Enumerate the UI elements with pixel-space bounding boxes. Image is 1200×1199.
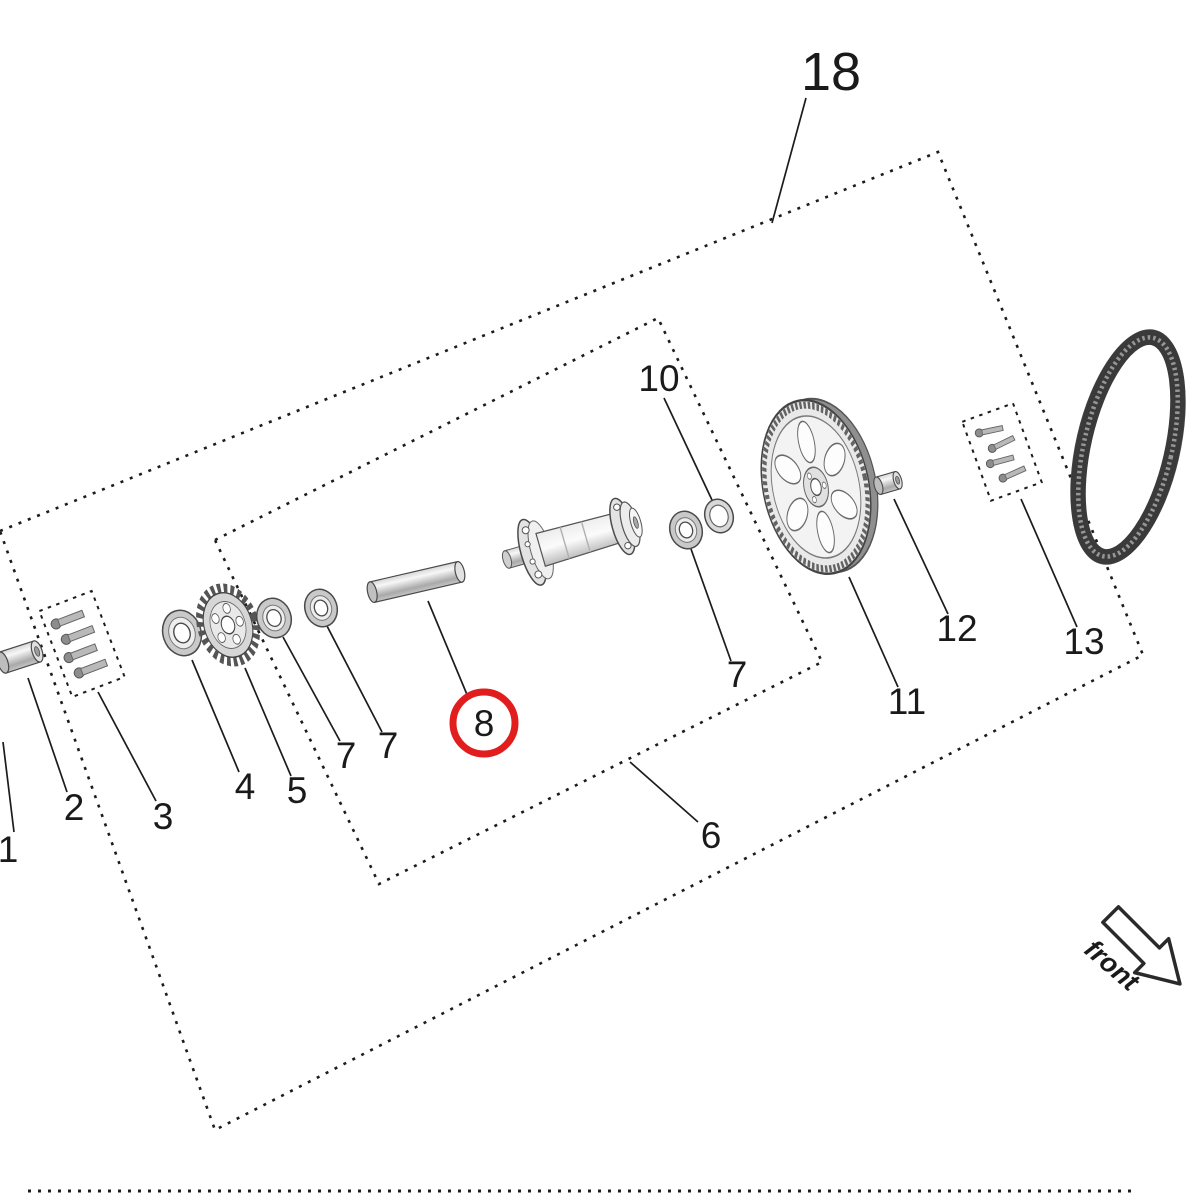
leader-line-8: [427, 600, 469, 698]
callout-1-label: 1: [0, 829, 18, 870]
leader-line-13: [1020, 498, 1078, 628]
callout-8-label: 8: [474, 703, 495, 744]
part-bearing-7c: [668, 510, 704, 550]
part-fastener-kit: [38, 589, 126, 699]
part-spacer-left: [0, 640, 44, 674]
callout-10-label: 10: [638, 358, 679, 399]
highlight-circle: [449, 688, 519, 758]
part-bearing-7a: [255, 597, 293, 639]
bolt-icon: [63, 643, 98, 664]
part-seal-10: [703, 498, 735, 534]
screw-icon: [974, 424, 1004, 438]
part-sprocket: [196, 583, 260, 667]
leader-line-5: [244, 667, 292, 777]
leader-line-10: [663, 397, 713, 501]
bolt-icon: [60, 625, 96, 645]
leader-line-2: [27, 677, 68, 793]
leader-line-11: [848, 576, 899, 688]
callout-18-label: 18: [801, 42, 861, 102]
callout-3-label: 3: [153, 796, 174, 837]
leader-line-18: [771, 97, 807, 224]
part-bearing-7b: [303, 588, 339, 628]
callout-7a-label: 7: [336, 735, 357, 776]
leader-line-1: [2, 741, 15, 833]
callout-13-label: 13: [1063, 621, 1104, 662]
part-axle-shaft: [366, 560, 466, 604]
part-bushing-12: [873, 470, 903, 496]
front-arrow: [1101, 905, 1182, 986]
bolt-icon: [73, 658, 109, 679]
screw-icon: [985, 454, 1015, 469]
callout-11-label: 11: [888, 681, 926, 722]
screw-icon: [998, 465, 1027, 483]
callout-7b-label: 7: [378, 725, 399, 766]
callout-5-label: 5: [287, 770, 308, 811]
part-pulley: [760, 397, 879, 575]
part-screw-kit: [960, 402, 1044, 502]
leader-line-7a: [282, 636, 341, 742]
callout-7c-label: 7: [727, 654, 748, 695]
screw-kit-box: [960, 402, 1044, 502]
callout-6-label: 6: [701, 815, 722, 856]
part-hub-body: [501, 497, 643, 586]
callout-4-label: 4: [235, 766, 256, 807]
screw-icon: [987, 435, 1016, 453]
fastener-kit-box: [38, 589, 126, 699]
callout-2-label: 2: [64, 787, 85, 828]
part-drive-belt: [1070, 329, 1186, 565]
part-bearing-4: [161, 609, 203, 657]
bolt-icon: [50, 609, 86, 630]
leader-line-3: [97, 691, 157, 802]
leader-line-7c: [690, 548, 732, 662]
callout-12-label: 12: [936, 608, 977, 649]
inner-assembly-boundary: [213, 316, 824, 886]
leader-line-12: [893, 498, 949, 615]
leader-line-6: [629, 761, 699, 823]
leader-line-4: [191, 659, 240, 773]
leader-line-7b: [326, 625, 383, 733]
